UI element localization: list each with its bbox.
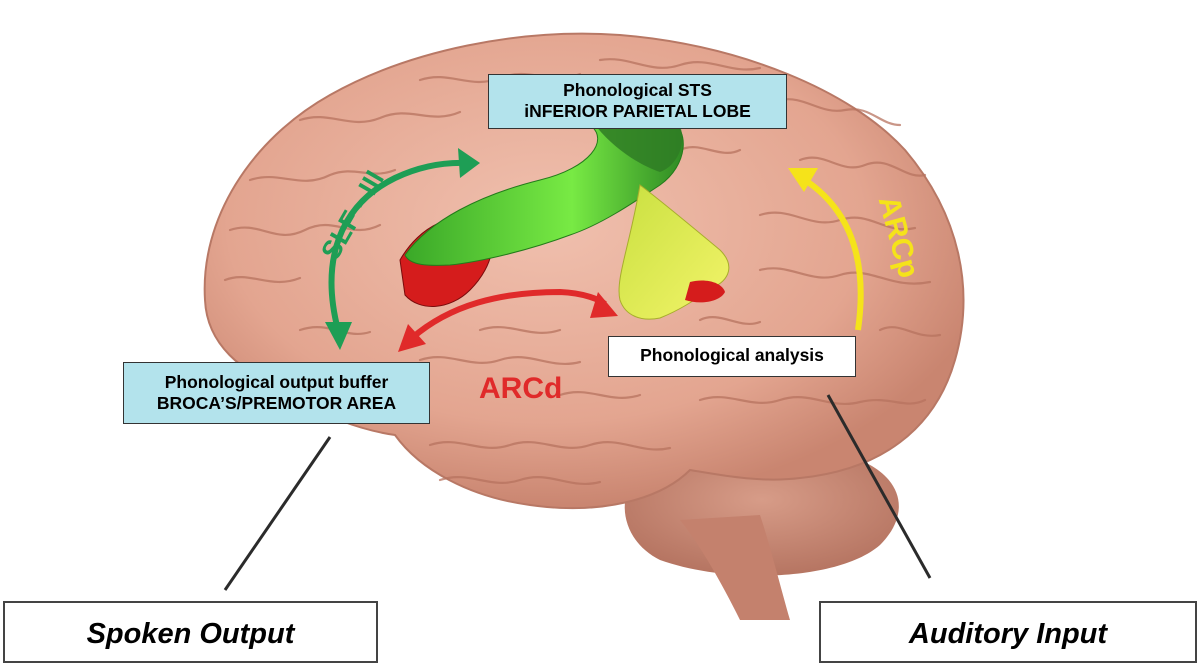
phonological-sts-box: Phonological STS iNFERIOR PARIETAL LOBE: [488, 74, 787, 129]
auditory-input-box: Auditory Input: [819, 601, 1197, 663]
fiber-tracts: [399, 109, 730, 320]
phonological-analysis-label: Phonological analysis: [640, 345, 824, 365]
phonological-sts-line2: iNFERIOR PARIETAL LOBE: [524, 101, 751, 121]
spoken-output-label: Spoken Output: [86, 618, 295, 650]
output-buffer-line1: Phonological output buffer: [164, 372, 389, 392]
output-buffer-box: Phonological output buffer BROCA’S/PREMO…: [123, 362, 430, 424]
phonological-sts-line1: Phonological STS: [563, 80, 712, 100]
spoken-output-box: Spoken Output: [3, 601, 378, 663]
arcd-arrow: [398, 288, 618, 352]
arcd-label: ARCd: [479, 372, 563, 405]
brain-stem: [680, 515, 790, 620]
output-buffer-line2: BROCA’S/PREMOTOR AREA: [156, 393, 397, 413]
slf-iii-arrow: [325, 148, 480, 350]
green-fiber-bundle: [404, 111, 684, 266]
cerebellum: [624, 448, 899, 576]
red-fiber-tip: [685, 280, 725, 303]
auditory-input-label: Auditory Input: [908, 618, 1108, 650]
phonological-analysis-box: Phonological analysis: [608, 336, 856, 377]
spoken-output-pointer-line: [223, 436, 332, 591]
auditory-input-pointer-line: [826, 394, 932, 579]
arcp-arrow: [788, 168, 864, 331]
